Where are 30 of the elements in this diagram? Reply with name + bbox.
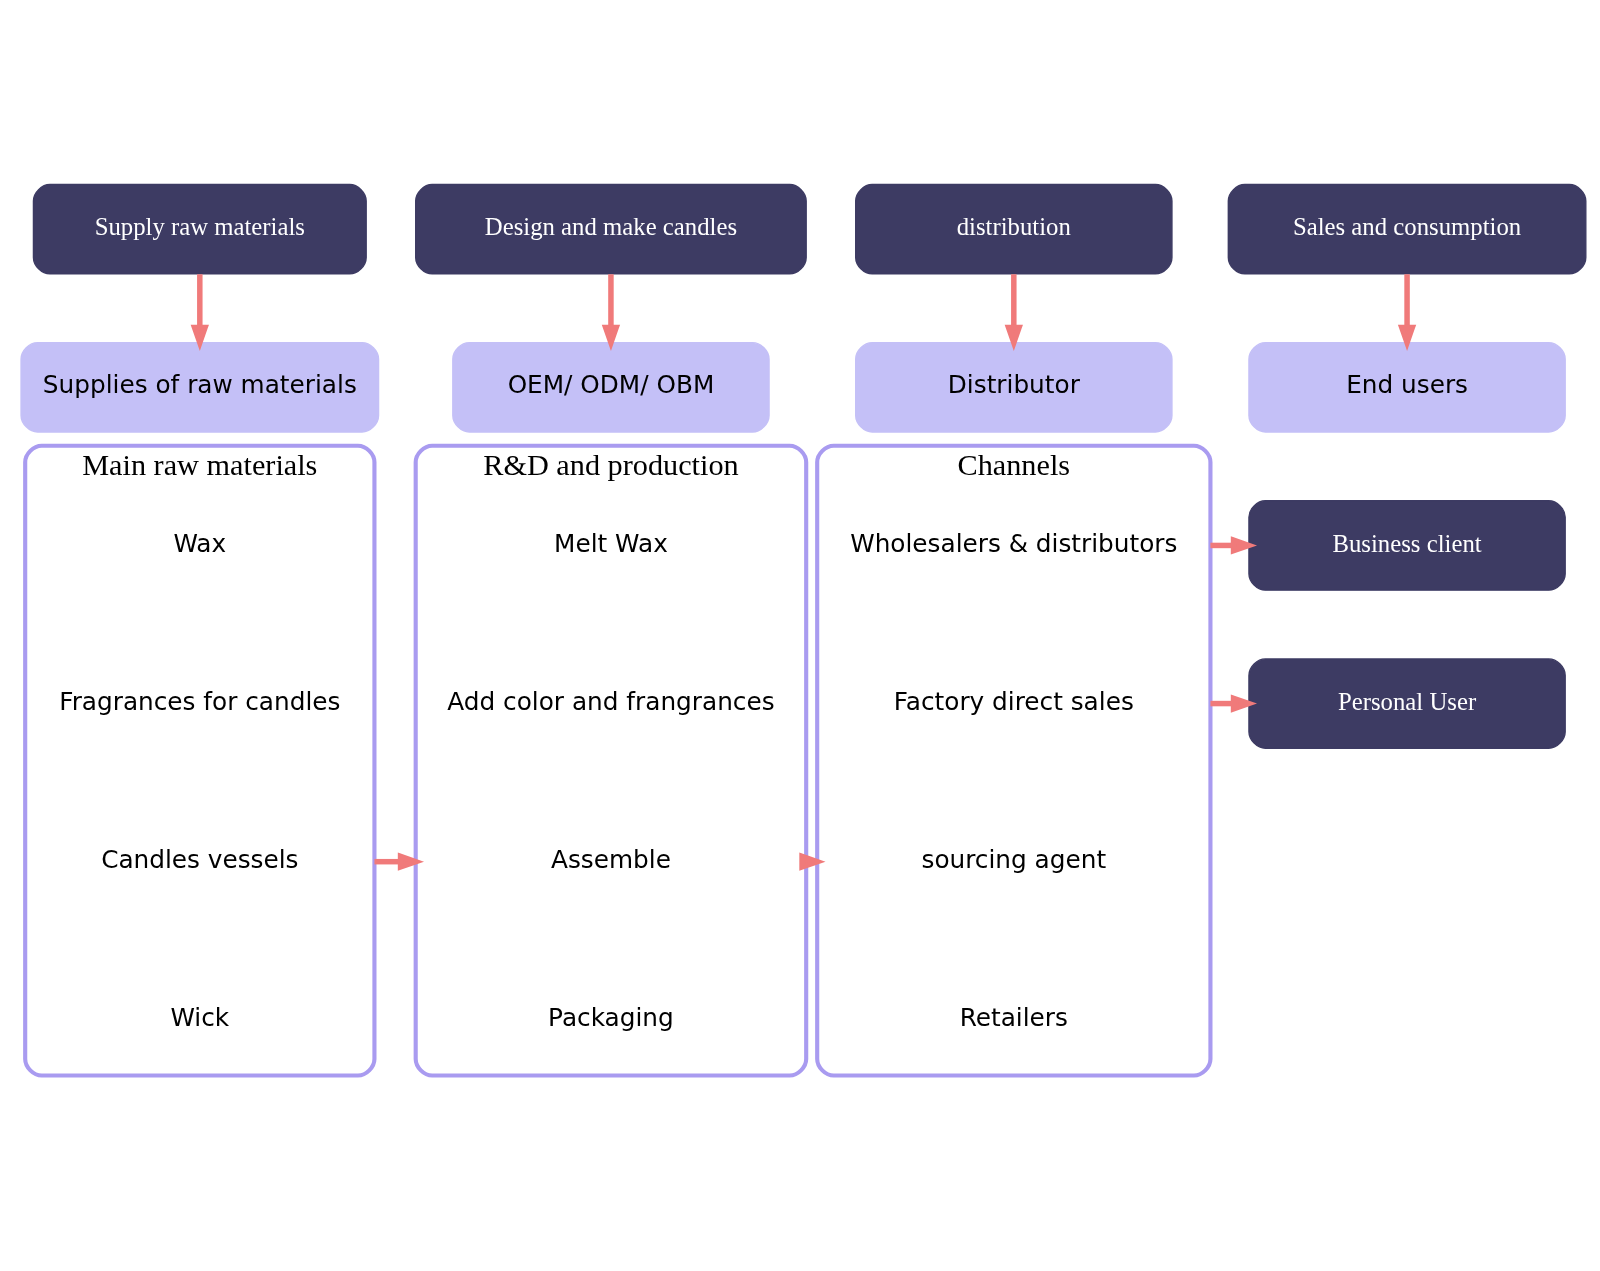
- node-text: Retailers: [959, 1002, 1068, 1032]
- node-text: Add color and frangrances: [447, 686, 775, 716]
- arrow: [1210, 694, 1257, 713]
- node-text: Fragrances for candles: [59, 686, 341, 716]
- arrow: [1210, 536, 1257, 555]
- node-box: Personal User: [1248, 658, 1566, 749]
- node-text: Wholesalers & distributors: [850, 528, 1178, 558]
- node-text: Melt Wax: [554, 528, 668, 558]
- node-text: Factory direct sales: [893, 686, 1134, 716]
- arrow: [1397, 274, 1417, 351]
- node-text: sourcing agent: [921, 844, 1107, 874]
- node-text: Wick: [170, 1002, 230, 1032]
- node-text: Wax: [173, 528, 227, 558]
- arrow: [190, 274, 209, 351]
- node-text: Assemble: [551, 844, 671, 874]
- node-box: Distributor: [855, 341, 1173, 433]
- node-text: Packaging: [548, 1002, 674, 1032]
- arrow: [374, 852, 424, 871]
- node-box: Sales and consumption: [1227, 183, 1587, 275]
- node-box: OEM/ ODM/ OBM: [452, 341, 770, 433]
- node-box: distribution: [855, 183, 1173, 275]
- node-box: End users: [1248, 341, 1566, 433]
- arrow: [799, 852, 826, 871]
- arrow: [601, 274, 621, 351]
- node-text: Candles vessels: [101, 844, 299, 874]
- node-box: Supplies of raw materials: [20, 341, 380, 433]
- arrow: [1004, 274, 1023, 351]
- node-box: Supply raw materials: [32, 183, 367, 275]
- node-box: Business client: [1248, 500, 1566, 591]
- node-box: Design and make candles: [415, 183, 807, 275]
